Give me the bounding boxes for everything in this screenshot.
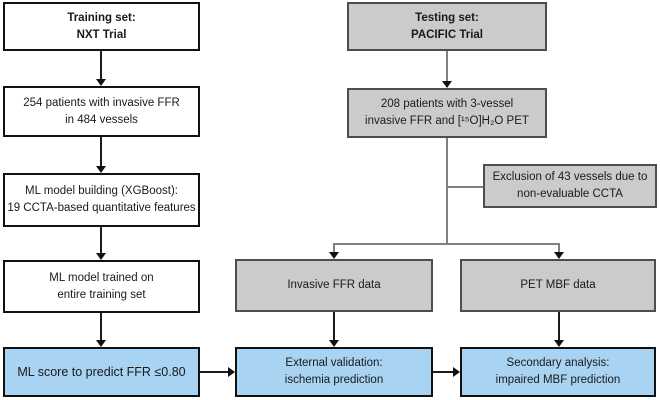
arrowhead-down-icon: [96, 166, 106, 173]
connector-training-2: [100, 137, 102, 167]
testing-patients-line1: 208 patients with 3-vessel: [380, 98, 514, 111]
testing-set-header-box: Testing set: PACIFIC Trial: [347, 2, 547, 51]
connector-testing-stem: [446, 138, 448, 245]
training-set-title-line1: Training set:: [67, 11, 136, 24]
connector-split-left: [333, 243, 335, 253]
invasive-ffr-data-line1: Invasive FFR data: [287, 279, 381, 292]
exclusion-line2: non-evaluable CCTA: [517, 188, 623, 200]
arrowhead-down-icon: [442, 81, 452, 88]
connector-score-to-extval: [200, 371, 229, 373]
external-validation-line1: External validation:: [285, 357, 383, 370]
training-patients-box: 254 patients with invasive FFR in 484 ve…: [3, 86, 200, 137]
arrowhead-right-icon: [228, 367, 235, 377]
testing-set-title-line1: Testing set:: [415, 11, 479, 24]
testing-patients-box: 208 patients with 3-vessel invasive FFR …: [347, 88, 547, 138]
connector-pet-to-secondary: [558, 312, 560, 341]
exclusion-box: Exclusion of 43 vessels due to non-evalu…: [483, 164, 657, 208]
connector-training-3: [100, 227, 102, 254]
arrowhead-down-icon: [96, 79, 106, 86]
connector-ffr-to-extval: [333, 312, 335, 341]
external-validation-line2: ischemia prediction: [284, 374, 384, 386]
connector-exclusion-branch: [446, 186, 483, 188]
testing-set-title-line2: PACIFIC Trial: [411, 28, 483, 41]
ml-model-trained-line1: ML model trained on: [49, 271, 154, 284]
training-set-title-line2: NXT Trial: [76, 28, 127, 41]
arrowhead-down-icon: [554, 252, 564, 259]
ml-model-trained-box: ML model trained on entire training set: [3, 260, 200, 313]
arrowhead-right-icon: [453, 367, 460, 377]
pet-mbf-data-line1: PET MBF data: [520, 279, 596, 292]
ml-model-building-line2: 19 CCTA-based quantitative features: [7, 202, 196, 214]
connector-split-right: [558, 243, 560, 253]
arrowhead-down-icon: [96, 253, 106, 260]
exclusion-line1: Exclusion of 43 vessels due to: [492, 171, 648, 184]
ml-score-box: ML score to predict FFR ≤0.80: [3, 347, 200, 397]
training-patients-line1: 254 patients with invasive FFR: [23, 96, 180, 109]
connector-split-bar: [333, 243, 560, 245]
external-validation-box: External validation: ischemia prediction: [235, 347, 433, 397]
testing-patients-line2: invasive FFR and [¹⁵O]H₂O PET: [365, 115, 529, 127]
connector-training-1: [100, 51, 102, 80]
secondary-analysis-box: Secondary analysis: impaired MBF predict…: [460, 347, 656, 397]
arrowhead-down-icon: [554, 340, 564, 347]
ml-model-building-box: ML model building (XGBoost): 19 CCTA-bas…: [3, 173, 200, 227]
arrowhead-down-icon: [96, 340, 106, 347]
ml-model-trained-line2: entire training set: [57, 288, 146, 301]
arrowhead-down-icon: [329, 252, 339, 259]
connector-testing-1: [446, 51, 448, 82]
pet-mbf-data-box: PET MBF data: [460, 259, 656, 312]
connector-extval-to-secondary: [433, 371, 454, 373]
arrowhead-down-icon: [329, 340, 339, 347]
secondary-analysis-line1: Secondary analysis:: [506, 357, 610, 370]
ml-model-building-line1: ML model building (XGBoost):: [25, 185, 178, 198]
connector-training-4: [100, 313, 102, 341]
invasive-ffr-data-box: Invasive FFR data: [235, 259, 433, 312]
training-patients-line2: in 484 vessels: [65, 113, 138, 126]
secondary-analysis-line2: impaired MBF prediction: [495, 374, 621, 386]
training-set-header-box: Training set: NXT Trial: [3, 2, 200, 51]
ml-score-line1: ML score to predict FFR ≤0.80: [17, 364, 186, 379]
